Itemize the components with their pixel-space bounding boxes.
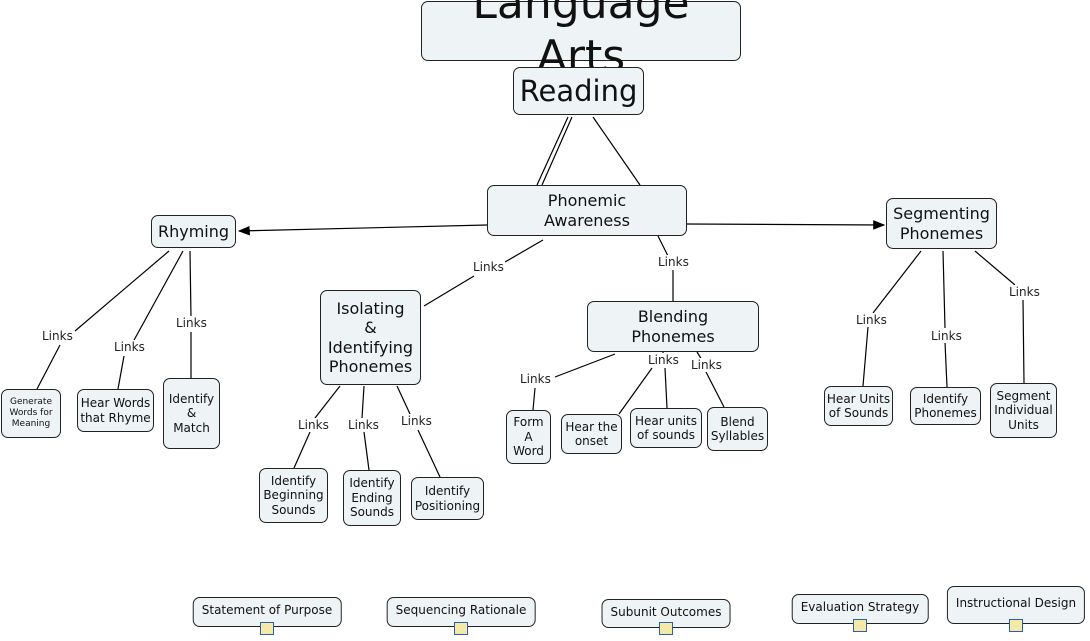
- node-hear-onset[interactable]: Hear the onset: [561, 414, 622, 454]
- node-identify-phonemes[interactable]: Identify Phonemes: [910, 387, 981, 425]
- link-label: Links: [647, 353, 680, 367]
- node-rhyming[interactable]: Rhyming: [151, 215, 236, 248]
- node-identify-match[interactable]: Identify & Match: [163, 378, 220, 449]
- node-hear-units-blending[interactable]: Hear units of sounds: [630, 408, 702, 448]
- link-label: Links: [41, 329, 74, 343]
- document-icon[interactable]: [454, 622, 468, 635]
- resource-sequencing-rationale[interactable]: Sequencing Rationale: [386, 597, 536, 627]
- node-blending-phonemes[interactable]: Blending Phonemes: [587, 301, 759, 352]
- link-label: Links: [297, 418, 330, 432]
- node-segmenting-phonemes[interactable]: Segmenting Phonemes: [886, 198, 997, 249]
- node-generate-words[interactable]: Generate Words for Meaning: [1, 389, 61, 438]
- document-icon[interactable]: [659, 622, 673, 635]
- node-hear-units-segmenting[interactable]: Hear Units of Sounds: [824, 386, 893, 426]
- document-icon[interactable]: [1009, 619, 1023, 632]
- node-identify-ending[interactable]: Identify Ending Sounds: [343, 470, 401, 526]
- link-label: Links: [519, 372, 552, 386]
- document-icon[interactable]: [260, 622, 274, 635]
- link-label: Links: [472, 260, 505, 274]
- link-label: Links: [113, 340, 146, 354]
- node-segment-individual-units[interactable]: Segment Individual Units: [990, 383, 1057, 438]
- node-isolating-identifying[interactable]: Isolating & Identifying Phonemes: [320, 290, 421, 385]
- resource-instructional-design[interactable]: Instructional Design: [946, 586, 1086, 624]
- link-label: Links: [690, 358, 723, 372]
- map-title[interactable]: Language Arts: [421, 0, 741, 82]
- link-label: Links: [1008, 285, 1041, 299]
- link-label: Links: [175, 316, 208, 330]
- link-label: Links: [400, 414, 433, 428]
- node-phonemic-awareness[interactable]: Phonemic Awareness: [487, 185, 687, 236]
- node-hear-words-rhyme[interactable]: Hear Words that Rhyme: [77, 389, 154, 432]
- node-identify-beginning[interactable]: Identify Beginning Sounds: [259, 468, 328, 523]
- node-blend-syllables[interactable]: Blend Syllables: [707, 407, 768, 451]
- node-reading[interactable]: Reading: [513, 67, 644, 115]
- link-label: Links: [347, 418, 380, 432]
- node-form-a-word[interactable]: Form A Word: [506, 410, 551, 464]
- link-label: Links: [930, 329, 963, 343]
- link-label: Links: [855, 313, 888, 327]
- document-icon[interactable]: [853, 619, 867, 632]
- link-label: Links: [657, 255, 690, 269]
- node-identify-positioning[interactable]: Identify Positioning: [411, 477, 484, 520]
